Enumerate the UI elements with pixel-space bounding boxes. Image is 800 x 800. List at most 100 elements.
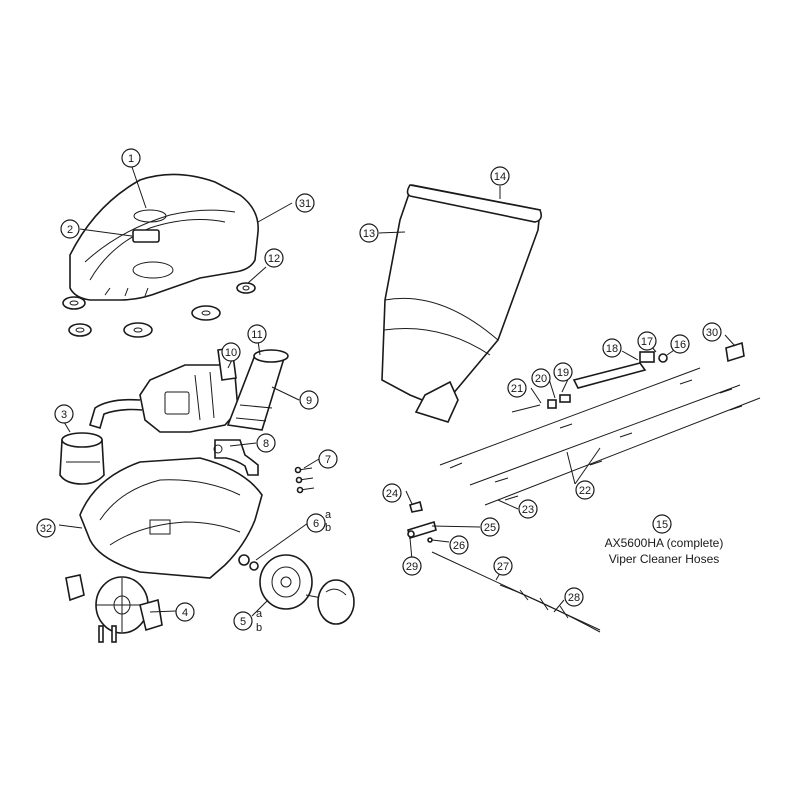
callout-circle (602, 338, 622, 358)
callout-number: 5 (240, 616, 246, 628)
callout-17: 17 (637, 331, 657, 351)
drive-wheel (259, 554, 313, 610)
callout-number: 21 (511, 383, 523, 395)
callout-number: 20 (535, 373, 547, 385)
callout-circle (564, 587, 584, 607)
callout-13: 13 (359, 223, 379, 243)
callout-30: 30 (702, 322, 722, 342)
callout-number: 31 (299, 198, 311, 210)
discharge-tube (226, 349, 289, 431)
leader-lines (58, 166, 736, 617)
callout-18: 18 (602, 338, 622, 358)
callout-32: 32 (36, 518, 56, 538)
callout-number: 26 (453, 540, 465, 552)
callout-number: 28 (568, 592, 580, 604)
axle-spacer (238, 554, 259, 571)
callout-number: 17 (641, 336, 653, 348)
callout-number: 12 (268, 253, 280, 265)
callout-number: 14 (494, 171, 506, 183)
callout-number: 16 (674, 339, 686, 351)
callout-27: 27 (493, 556, 513, 576)
debris-bag (381, 184, 542, 423)
hose-sections (439, 367, 761, 506)
callout-circle (295, 193, 315, 213)
callout-circle (531, 368, 551, 388)
callout-number: 8 (263, 438, 269, 450)
callout-3: 3 (54, 404, 74, 424)
callout-number: 18 (606, 343, 618, 355)
callout-circle (221, 342, 241, 362)
callout-circle (299, 390, 319, 410)
callout-circle (637, 331, 657, 351)
callout-9: 9 (299, 390, 319, 410)
callout-number: 15 (656, 519, 668, 531)
part5-variant-a-label: a (256, 608, 263, 620)
callout-circle (359, 223, 379, 243)
part6-variant-b-label: b (325, 522, 331, 534)
hose-swivel-fitting (213, 439, 259, 476)
callout-number: 19 (557, 367, 569, 379)
callout-circle (382, 483, 402, 503)
callout-12: 12 (264, 248, 284, 268)
callout-11: 11 (247, 324, 267, 344)
screws (294, 466, 315, 494)
callout-25: 25 (480, 517, 500, 537)
callout-number: 25 (484, 522, 496, 534)
callout-1: 1 (121, 148, 141, 168)
callout-number: 1 (128, 153, 134, 165)
callout-28: 28 (564, 587, 584, 607)
pump-motor-assembly (89, 364, 239, 433)
callout-5: 5 (233, 611, 253, 631)
callout-2: 2 (60, 219, 80, 239)
callout-circle (518, 499, 538, 519)
wheel-clip (139, 598, 163, 632)
kit-description-caption: Viper Cleaner Hoses (609, 552, 720, 566)
callout-circle (175, 602, 195, 622)
callout-15: 15 (652, 514, 672, 534)
callout-number: 3 (61, 409, 67, 421)
callout-22: 22 (575, 480, 595, 500)
callout-circle (54, 404, 74, 424)
part5-variant-b-label: b (256, 622, 262, 634)
top-cover (69, 173, 259, 301)
callout-circle (306, 513, 326, 533)
callout-number: 29 (406, 561, 418, 573)
hose-fittings (407, 341, 745, 543)
callout-number: 24 (386, 488, 398, 500)
chassis-body (79, 457, 263, 579)
callout-circle (256, 433, 276, 453)
callout-14: 14 (490, 166, 510, 186)
callout-10: 10 (221, 342, 241, 362)
callout-8: 8 (256, 433, 276, 453)
callout-number: 23 (522, 504, 534, 516)
callout-23: 23 (518, 499, 538, 519)
callout-16: 16 (670, 334, 690, 354)
cover-latch (132, 229, 160, 243)
callout-circle (493, 556, 513, 576)
callout-number: 9 (306, 395, 312, 407)
motor-unit (59, 432, 105, 485)
part-callouts: 1234567891011121314151617181920212223242… (36, 148, 722, 631)
callout-19: 19 (553, 362, 573, 382)
callout-circle (480, 517, 500, 537)
callout-circle (247, 324, 267, 344)
callout-circle (121, 148, 141, 168)
callout-number: 7 (325, 454, 331, 466)
callout-number: 11 (251, 329, 262, 341)
callout-circle (652, 514, 672, 534)
wheel-hubcap (305, 579, 355, 625)
callout-number: 13 (363, 228, 375, 240)
callout-circle (553, 362, 573, 382)
callout-circle (449, 535, 469, 555)
callout-number: 10 (225, 347, 237, 359)
part6-variant-a-label: a (325, 509, 332, 521)
callout-circle (60, 219, 80, 239)
callout-29: 29 (402, 556, 422, 576)
callout-circle (575, 480, 595, 500)
callout-4: 4 (175, 602, 195, 622)
callout-circle (670, 334, 690, 354)
callout-circle (233, 611, 253, 631)
callout-6: 6 (306, 513, 326, 533)
wheel-small-bracket (65, 574, 85, 602)
